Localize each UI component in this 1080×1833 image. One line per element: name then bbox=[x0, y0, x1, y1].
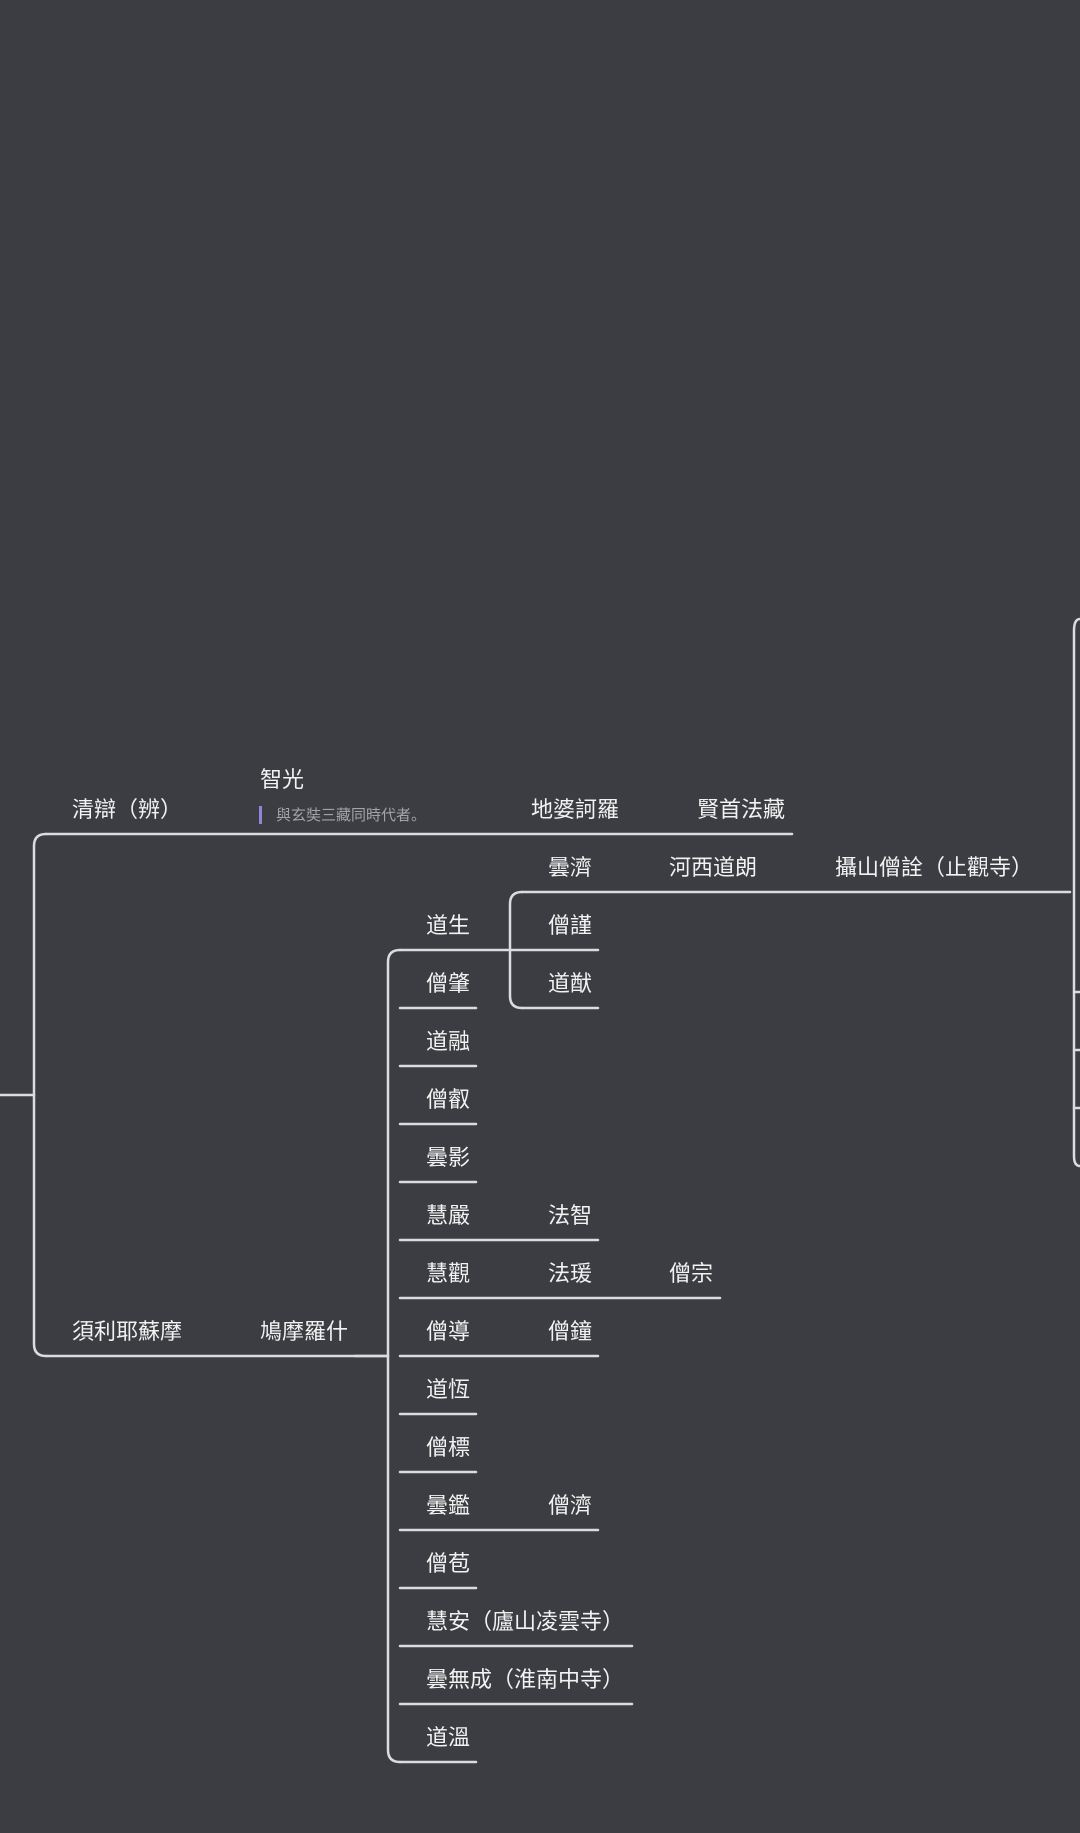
node-sengbao[interactable]: 僧苞 bbox=[426, 1552, 471, 1577]
node-sengzhong[interactable]: 僧鐘 bbox=[548, 1320, 593, 1345]
connector-right-bracket bbox=[1072, 617, 1080, 1168]
node-fazhi[interactable]: 法智 bbox=[548, 1204, 593, 1229]
node-daowen[interactable]: 道溫 bbox=[426, 1726, 471, 1751]
node-xuliye[interactable]: 須利耶蘇摩 bbox=[72, 1320, 183, 1345]
node-daoyou[interactable]: 道猷 bbox=[548, 972, 593, 997]
node-xianshou[interactable]: 賢首法藏 bbox=[697, 798, 786, 823]
node-sengjin[interactable]: 僧謹 bbox=[548, 914, 593, 939]
node-sengzhao[interactable]: 僧肇 bbox=[426, 972, 471, 997]
node-daosheng[interactable]: 道生 bbox=[426, 914, 471, 939]
node-sengrui[interactable]: 僧叡 bbox=[426, 1088, 471, 1113]
connector-jiumo-bracket bbox=[386, 948, 402, 1764]
node-daoheng[interactable]: 道恆 bbox=[426, 1378, 471, 1403]
node-qingbian[interactable]: 清辯（辨） bbox=[72, 798, 183, 823]
node-sengji2[interactable]: 僧濟 bbox=[548, 1494, 593, 1519]
node-huian[interactable]: 慧安（廬山凌雲寺） bbox=[426, 1610, 625, 1635]
node-tanji[interactable]: 曇濟 bbox=[548, 856, 593, 881]
node-tanying[interactable]: 曇影 bbox=[426, 1146, 471, 1171]
node-tanwucheng[interactable]: 曇無成（淮南中寺） bbox=[426, 1668, 625, 1693]
node-hexi[interactable]: 河西道朗 bbox=[669, 856, 758, 881]
node-sengdao[interactable]: 僧導 bbox=[426, 1320, 471, 1345]
node-zhiguang[interactable]: 智光 bbox=[260, 768, 305, 793]
node-huiguan[interactable]: 慧觀 bbox=[426, 1262, 471, 1287]
node-tanjian[interactable]: 曇鑑 bbox=[426, 1494, 471, 1519]
node-huiyan[interactable]: 慧嚴 bbox=[426, 1204, 471, 1229]
node-sengbiao[interactable]: 僧標 bbox=[426, 1436, 471, 1461]
node-dipoheluo[interactable]: 地婆訶羅 bbox=[531, 798, 620, 823]
note-zhiguang: 與玄奘三藏同時代者。 bbox=[259, 806, 426, 824]
node-sengzong[interactable]: 僧宗 bbox=[669, 1262, 714, 1287]
node-daorong[interactable]: 道融 bbox=[426, 1030, 471, 1055]
node-jiumo[interactable]: 鳩摩羅什 bbox=[260, 1320, 349, 1345]
node-sheshan[interactable]: 攝山僧詮（止觀寺） bbox=[835, 856, 1034, 881]
connector-main-bracket bbox=[32, 832, 48, 1358]
node-fayuan[interactable]: 法瑗 bbox=[548, 1262, 593, 1287]
